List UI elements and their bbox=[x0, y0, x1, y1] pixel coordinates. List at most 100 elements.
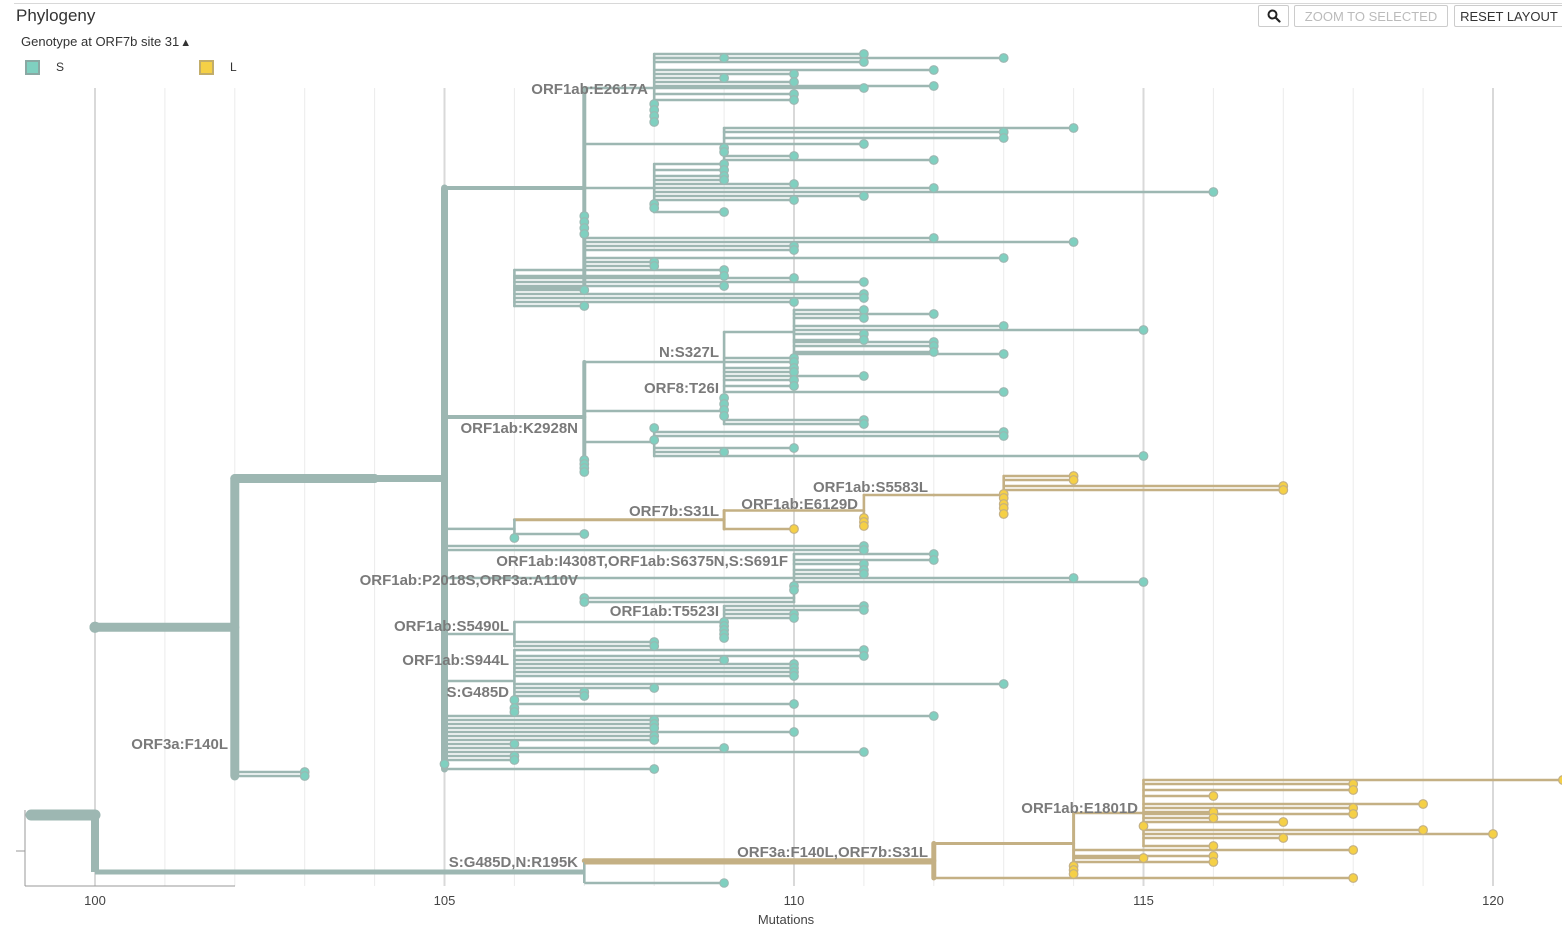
tree-tip bbox=[789, 297, 799, 307]
tree-tip bbox=[649, 735, 660, 745]
branch-label: ORF1ab:T5523I bbox=[610, 603, 719, 620]
tree-tip bbox=[928, 233, 939, 243]
branch-label: ORF1ab:S5583L bbox=[813, 479, 928, 496]
tree-tip bbox=[928, 81, 939, 91]
tree-tip bbox=[928, 555, 939, 565]
tree-tip bbox=[998, 387, 1009, 397]
legend-swatch-l bbox=[199, 59, 214, 75]
tree-tip bbox=[1278, 833, 1289, 843]
tree-tip bbox=[1278, 817, 1289, 827]
tree-tip bbox=[579, 597, 590, 607]
tree-tip bbox=[928, 309, 939, 319]
tree-tip bbox=[789, 95, 799, 105]
tree-tip bbox=[719, 73, 729, 83]
tree-tip bbox=[998, 321, 1009, 331]
tree-tip bbox=[789, 179, 799, 189]
tree-tip bbox=[859, 277, 869, 287]
tree-tip bbox=[859, 139, 869, 149]
search-button[interactable] bbox=[1258, 5, 1289, 27]
tree-tip bbox=[789, 69, 799, 79]
tree-tip bbox=[928, 347, 939, 357]
tree-tip bbox=[579, 301, 590, 311]
tree-tip bbox=[1068, 475, 1079, 485]
tree-tip bbox=[439, 759, 450, 769]
tree-tip bbox=[719, 633, 729, 643]
tree-tip bbox=[719, 655, 729, 665]
tree-tip bbox=[998, 509, 1009, 519]
tree-tip bbox=[719, 175, 729, 185]
tree-tip bbox=[1138, 821, 1149, 831]
tree-tip bbox=[789, 367, 799, 377]
tree-branches[interactable] bbox=[25, 52, 1562, 885]
tree-tip bbox=[1208, 857, 1219, 867]
branch-label: ORF3a:F140L bbox=[131, 736, 228, 753]
tree-tip bbox=[928, 65, 939, 75]
tree-tip bbox=[509, 707, 520, 717]
tree-tip bbox=[859, 521, 869, 531]
zoom-to-selected-button[interactable]: ZOOM TO SELECTED bbox=[1294, 5, 1448, 27]
chevron-up-icon[interactable]: ▲ bbox=[180, 37, 192, 49]
tree-tip bbox=[859, 305, 869, 315]
tree-tip bbox=[719, 271, 729, 281]
tree-tip bbox=[649, 764, 660, 774]
x-tick-label: 115 bbox=[1133, 893, 1154, 908]
tree-tip bbox=[1138, 325, 1149, 335]
tree-tip bbox=[789, 727, 799, 737]
tree-tip bbox=[1348, 785, 1359, 795]
tree-tip bbox=[719, 53, 729, 63]
tree-tip bbox=[928, 711, 939, 721]
tree-tip bbox=[299, 771, 310, 781]
tree-tip bbox=[789, 273, 799, 283]
tree-tip bbox=[859, 651, 869, 661]
tree-tip bbox=[998, 53, 1009, 63]
top-divider bbox=[14, 3, 1562, 4]
tree-tip bbox=[1208, 791, 1219, 801]
tree-tip bbox=[1208, 841, 1219, 851]
tree-tip bbox=[789, 613, 799, 623]
tree-tip bbox=[719, 411, 729, 421]
branch-label: ORF1ab:I4308T,ORF1ab:S6375N,S:S691F bbox=[496, 553, 788, 570]
tree-tip bbox=[1348, 845, 1359, 855]
tree-tip bbox=[928, 155, 939, 165]
branch-label: ORF1ab:E1801D bbox=[1021, 800, 1138, 817]
panel-title: Phylogeny bbox=[16, 6, 96, 25]
tree-tip bbox=[719, 281, 729, 291]
tree-tip bbox=[859, 605, 869, 615]
legend-item-l[interactable]: L bbox=[199, 57, 237, 77]
legend-label-l: L bbox=[230, 60, 237, 74]
x-tick-label: 110 bbox=[784, 893, 805, 908]
reset-layout-button[interactable]: RESET LAYOUT bbox=[1454, 5, 1562, 27]
tree-tip bbox=[579, 467, 590, 477]
tree-tip bbox=[579, 691, 590, 701]
x-axis-label: Mutations bbox=[758, 912, 815, 927]
tree-tip bbox=[859, 57, 869, 67]
tree-tip bbox=[719, 743, 729, 753]
branch-label: S:G485D,N:R195K bbox=[449, 854, 578, 871]
tree-tip bbox=[859, 569, 869, 579]
tree-tip bbox=[789, 699, 799, 709]
tree-tip bbox=[998, 679, 1009, 689]
tree-tip bbox=[859, 49, 869, 59]
tree-tip bbox=[719, 878, 729, 888]
tree-tip bbox=[649, 261, 660, 271]
tree-tip bbox=[1348, 873, 1359, 883]
legend-item-s[interactable]: S bbox=[25, 57, 64, 77]
tree-tip bbox=[789, 443, 799, 453]
branch-label: ORF1ab:S944L bbox=[402, 652, 509, 669]
branch-label: ORF1ab:E2617A bbox=[531, 81, 648, 98]
tree-tip bbox=[649, 723, 660, 733]
legend-title[interactable]: Genotype at ORF7b site 31▲ bbox=[21, 34, 191, 49]
branch-label: ORF3a:F140L,ORF7b:S31L bbox=[737, 844, 928, 861]
tree-tip bbox=[859, 83, 869, 93]
tree-tip bbox=[1138, 577, 1149, 587]
tree-tips[interactable] bbox=[299, 49, 1562, 888]
tree-tip bbox=[579, 229, 590, 239]
tree-tip bbox=[859, 313, 869, 323]
legend-title-text: Genotype at ORF7b site 31 bbox=[21, 34, 180, 49]
tree-tip bbox=[789, 585, 799, 595]
branch-labels: ORF1ab:E2617AN:S327LORF8:T26IORF1ab:K292… bbox=[131, 81, 1138, 871]
tree-tip bbox=[649, 683, 660, 693]
branch-label: ORF1ab:K2928N bbox=[460, 420, 578, 437]
tree-tip bbox=[1068, 573, 1079, 583]
